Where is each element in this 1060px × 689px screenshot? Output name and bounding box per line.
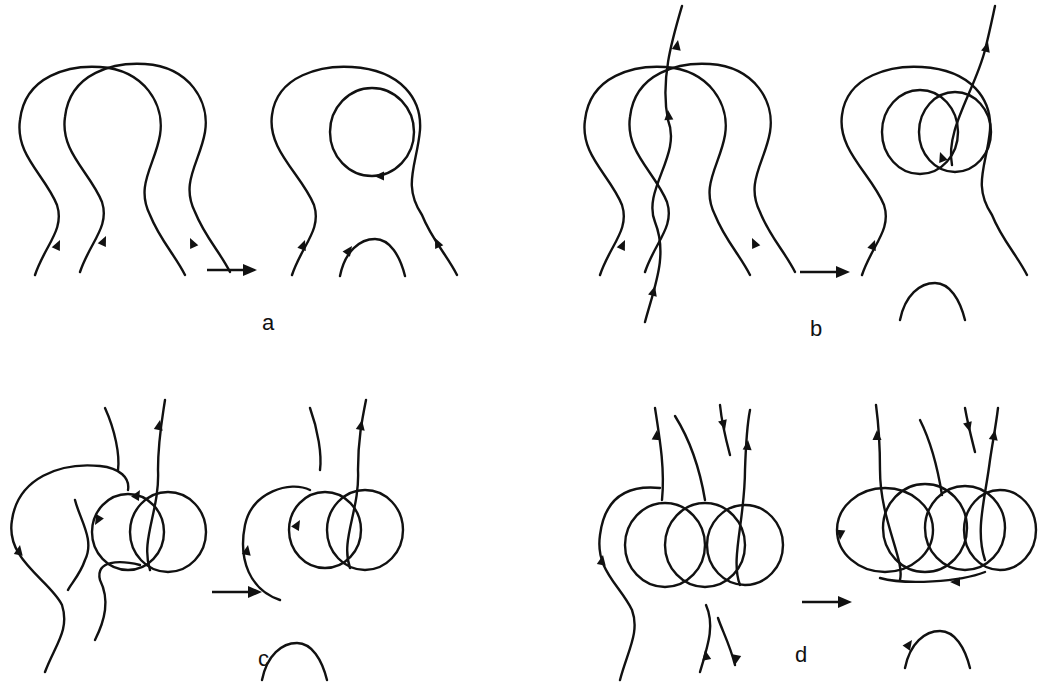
panel-label: d: [795, 644, 807, 666]
panel-label: b: [810, 318, 822, 340]
panel-b: [584, 6, 1027, 322]
panel-a: [19, 64, 457, 276]
panel-label: c: [258, 648, 269, 670]
panel-d: [597, 405, 1036, 680]
panel-c: [11, 400, 403, 680]
panel-label: a: [262, 312, 274, 334]
